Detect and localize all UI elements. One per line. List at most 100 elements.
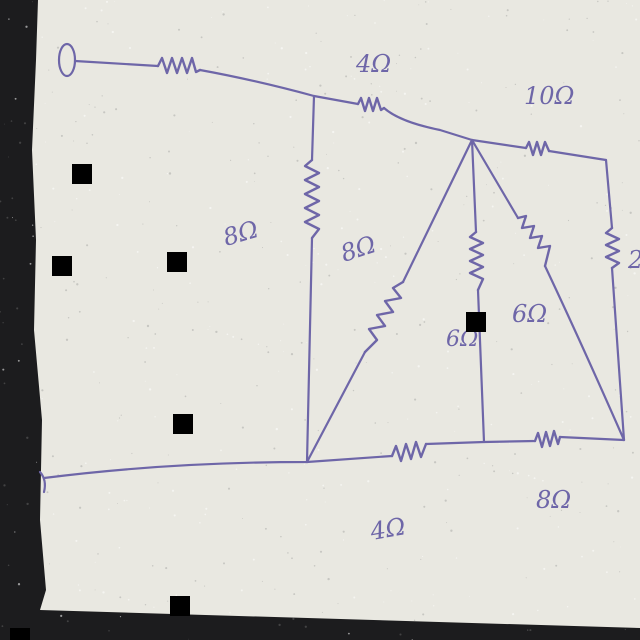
speckle (173, 114, 176, 117)
speckle (32, 235, 34, 237)
speckle (173, 514, 176, 517)
speckle (411, 600, 413, 602)
speckle (84, 7, 87, 10)
speckle (430, 188, 433, 191)
speckle (486, 184, 488, 186)
speckle (319, 84, 322, 87)
speckle (110, 459, 111, 461)
speckle (332, 130, 335, 134)
speckle (78, 310, 81, 313)
speckle (275, 427, 278, 431)
speckle (527, 629, 529, 631)
speckle (51, 91, 53, 93)
speckle (525, 577, 527, 579)
speckle (355, 362, 357, 364)
speckle (280, 47, 283, 50)
speckle (299, 281, 301, 283)
speckle (429, 100, 431, 102)
speckle (204, 585, 206, 587)
speckle (267, 155, 269, 158)
speckle (73, 280, 75, 283)
speckle (11, 217, 14, 219)
wire-center-top (470, 138, 478, 234)
speckle (253, 122, 255, 125)
label-right-vertical-partial: 2 (627, 246, 640, 274)
speckle (380, 452, 382, 454)
speckle (617, 510, 620, 513)
speckle (621, 182, 623, 184)
speckle (435, 411, 438, 414)
speckle (16, 307, 19, 310)
speckle (204, 513, 207, 516)
speckle (353, 596, 356, 599)
speckle (265, 464, 268, 467)
speckle (493, 191, 495, 194)
speckle (437, 240, 439, 243)
speckle (620, 546, 621, 548)
speckle (433, 461, 437, 464)
speckle (44, 102, 46, 104)
speckle (604, 204, 607, 207)
speckle (386, 568, 388, 570)
speckle (177, 28, 181, 31)
speckle (83, 114, 86, 117)
speckle (152, 289, 154, 291)
marker-square (170, 596, 190, 616)
speckle (304, 419, 306, 421)
wire-bottom-right (558, 435, 626, 442)
speckle (581, 555, 583, 558)
speckle (320, 283, 323, 286)
speckle (118, 194, 120, 196)
speckle (3, 382, 6, 385)
speckle (0, 311, 1, 313)
speckle (568, 297, 570, 299)
speckle (506, 9, 509, 12)
speckle (21, 343, 23, 345)
speckle (422, 613, 425, 616)
speckle (433, 605, 435, 607)
speckle (103, 111, 106, 114)
speckle (505, 86, 507, 89)
speckle (219, 250, 221, 253)
speckle (629, 416, 632, 418)
speckle (317, 253, 320, 255)
speckle (317, 429, 319, 432)
speckle (342, 177, 345, 180)
speckle (235, 468, 238, 470)
speckle (324, 92, 327, 95)
speckle (2, 322, 4, 324)
speckle (625, 234, 628, 236)
speckle (635, 18, 638, 21)
speckle (290, 352, 294, 356)
speckle (226, 333, 229, 336)
wire-bottom-mid (424, 439, 537, 446)
speckle (511, 613, 515, 616)
speckle (144, 604, 147, 606)
speckle (605, 505, 608, 507)
speckle (468, 101, 470, 104)
speckle (427, 47, 430, 50)
speckle (501, 177, 504, 180)
speckle (427, 1, 429, 3)
speckle (629, 266, 632, 270)
resistor-top-small (356, 96, 386, 113)
speckle (313, 358, 315, 360)
speckle (516, 472, 519, 475)
speckle (404, 252, 407, 255)
speckle (215, 330, 218, 334)
speckle (579, 125, 583, 128)
speckle (322, 484, 325, 487)
speckle (313, 564, 316, 567)
speckle (54, 221, 56, 223)
speckle (149, 507, 151, 509)
speckle (267, 287, 270, 290)
speckle (142, 223, 144, 225)
speckle (247, 159, 250, 161)
speckle (625, 410, 628, 413)
wire-diag-upper (401, 138, 474, 284)
speckle (446, 350, 450, 353)
speckle (136, 250, 139, 253)
speckle (266, 346, 268, 348)
speckle (291, 557, 293, 560)
